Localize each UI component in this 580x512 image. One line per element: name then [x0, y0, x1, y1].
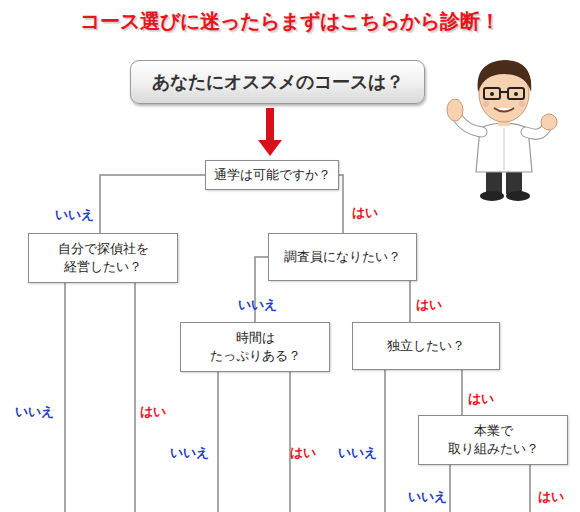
- answer-label: いいえ: [408, 488, 447, 506]
- decision-box: 本業で 取り組みたい？: [418, 415, 568, 465]
- answer-label: はい: [290, 444, 316, 462]
- character-arm: [526, 128, 546, 134]
- start-box: あなたにオススメのコースは？: [130, 60, 425, 104]
- answer-label: いいえ: [338, 444, 377, 462]
- arrow-head: [258, 140, 282, 156]
- edge-label: はい: [416, 296, 442, 314]
- character-cheek: [519, 101, 525, 107]
- node-text: 調査員になりたい？: [284, 248, 401, 266]
- character-arm: [458, 118, 482, 132]
- decision-box: 自分で探偵社を 経営したい？: [28, 233, 178, 283]
- node-text: 自分で探偵社を 経営したい？: [41, 240, 165, 276]
- character-shirt-line: [504, 128, 505, 170]
- edge-label: はい: [468, 390, 494, 408]
- branch-line: [134, 283, 136, 512]
- node-text: 独立したい？: [387, 337, 465, 355]
- branch-line: [289, 372, 291, 512]
- character-arm: [458, 118, 482, 132]
- arrow-shaft: [266, 108, 274, 140]
- character-eye: [490, 92, 494, 96]
- decision-box: 通学は可能ですか？: [205, 160, 339, 190]
- node-text: 本業で 取り組みたい？: [431, 422, 555, 458]
- character-cheek: [483, 101, 489, 107]
- connector: [258, 108, 282, 156]
- edge-label: いいえ: [238, 296, 277, 314]
- branch-line: [449, 465, 451, 512]
- character-shoe: [480, 191, 504, 201]
- character-arm: [526, 128, 546, 134]
- node-text: あなたにオススメのコースは？: [152, 69, 404, 94]
- answer-label: いいえ: [170, 444, 209, 462]
- connector: [410, 281, 411, 322]
- decision-box: 独立したい？: [352, 322, 500, 370]
- title-text: コース選びに迷ったらまずはこちらから診断！: [0, 8, 580, 35]
- branch-line: [64, 283, 66, 512]
- character-eye: [514, 92, 518, 96]
- character-glasses: [484, 88, 500, 99]
- branch-line: [217, 372, 219, 512]
- connector: [339, 175, 343, 233]
- node-text: 時間は たっぷりある？: [193, 329, 317, 365]
- connector: [462, 370, 463, 415]
- character-fist: [541, 114, 557, 130]
- answer-label: はい: [538, 488, 564, 506]
- answer-label: はい: [140, 403, 166, 421]
- answer-label: いいえ: [15, 403, 54, 421]
- connector-line: [461, 370, 463, 415]
- guide-character: [447, 60, 557, 201]
- character-glasses: [500, 91, 508, 93]
- character-glasses: [508, 88, 524, 99]
- connector: [100, 175, 205, 233]
- connector-line: [409, 281, 411, 322]
- decision-box: 調査員になりたい？: [268, 233, 417, 281]
- node-text: 通学は可能ですか？: [214, 166, 331, 184]
- branch-line: [529, 465, 531, 512]
- edge-label: いいえ: [55, 206, 94, 224]
- edge-label: はい: [352, 204, 378, 222]
- character-shoe: [506, 191, 530, 201]
- branch-line: [384, 370, 386, 512]
- character-hand: [447, 99, 463, 121]
- connector-line: [255, 257, 268, 322]
- character-mouth: [494, 108, 514, 112]
- decision-box: 時間は たっぷりある？: [180, 322, 330, 372]
- connector-line: [100, 175, 205, 233]
- connector-line: [339, 175, 343, 233]
- connector: [255, 257, 268, 322]
